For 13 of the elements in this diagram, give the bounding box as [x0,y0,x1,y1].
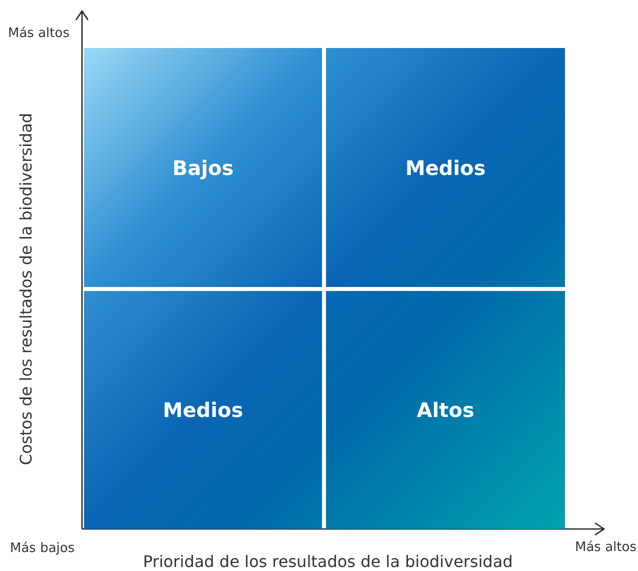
quadrant-label: Bajos [172,156,234,180]
quadrant-box [326,291,565,529]
quadrant-label: Altos [416,398,474,422]
quadrant-box [84,291,322,529]
quadrant-box [84,48,322,287]
quadrant-box [326,48,565,287]
axis-min-label: Más bajos [10,541,75,556]
axis-title: Costos de los resultados de la biodiversidad [16,112,36,466]
quadrant-label: Medios [405,156,486,180]
quadrant-label: Medios [162,398,244,422]
axis-max-label: Más altos [575,540,636,555]
axis-title: Prioridad de los resultados de la biodiversidad [143,552,513,571]
axis-max-label: Más altos [8,26,70,41]
